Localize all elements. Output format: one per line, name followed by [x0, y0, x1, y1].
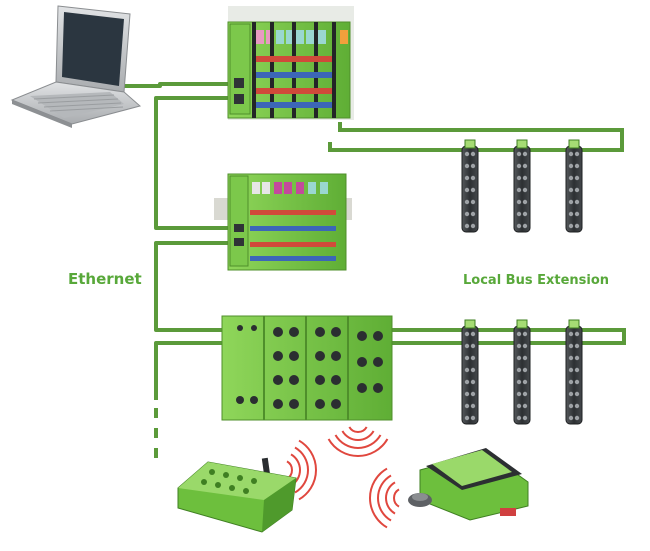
cable-modular-down: [154, 341, 228, 400]
cable-controller-io-station: [154, 96, 234, 230]
laptop-icon: [10, 5, 142, 128]
modular-io-station-icon: [221, 315, 393, 421]
wireless-io-device-right-icon: [408, 448, 529, 521]
ethernet-cabling: [110, 82, 234, 400]
wireless-signal-center-icon: [327, 426, 389, 457]
controller-connector-rows: [256, 56, 332, 108]
cable-local-bus-top: [328, 122, 624, 152]
cable-local-bus-bottom: [388, 328, 626, 345]
local-bus-cabling: [328, 122, 626, 345]
io-block-group-bottom: [461, 319, 583, 425]
io-block-top-3: [565, 139, 583, 233]
io-station-terminal-row: [252, 182, 328, 194]
io-station-connector-rows: [250, 210, 336, 261]
cable-io-station-modular: [154, 241, 232, 332]
wireless-io-device-left-icon: [177, 457, 297, 533]
io-block-bottom-3: [565, 319, 583, 425]
wireless-signal-right-icon: [369, 467, 400, 529]
io-block-group-top: [461, 139, 583, 233]
ethernet-label: Ethernet: [68, 270, 142, 288]
local-bus-extension-label: Local Bus Extension: [463, 273, 610, 288]
io-block-bottom-1: [461, 319, 479, 425]
modular-connector-dots: [236, 325, 383, 409]
cable-laptop-controller: [110, 82, 234, 88]
controller-dark-strips: [252, 22, 336, 118]
io-block-bottom-2: [513, 319, 531, 425]
io-station-icon: [214, 173, 352, 271]
wireless-signal-group: [286, 426, 400, 529]
io-block-top-2: [513, 139, 531, 233]
plc-controller-icon: [227, 6, 354, 120]
io-block-top-1: [461, 139, 479, 233]
ethernet-continuation: [154, 408, 158, 458]
